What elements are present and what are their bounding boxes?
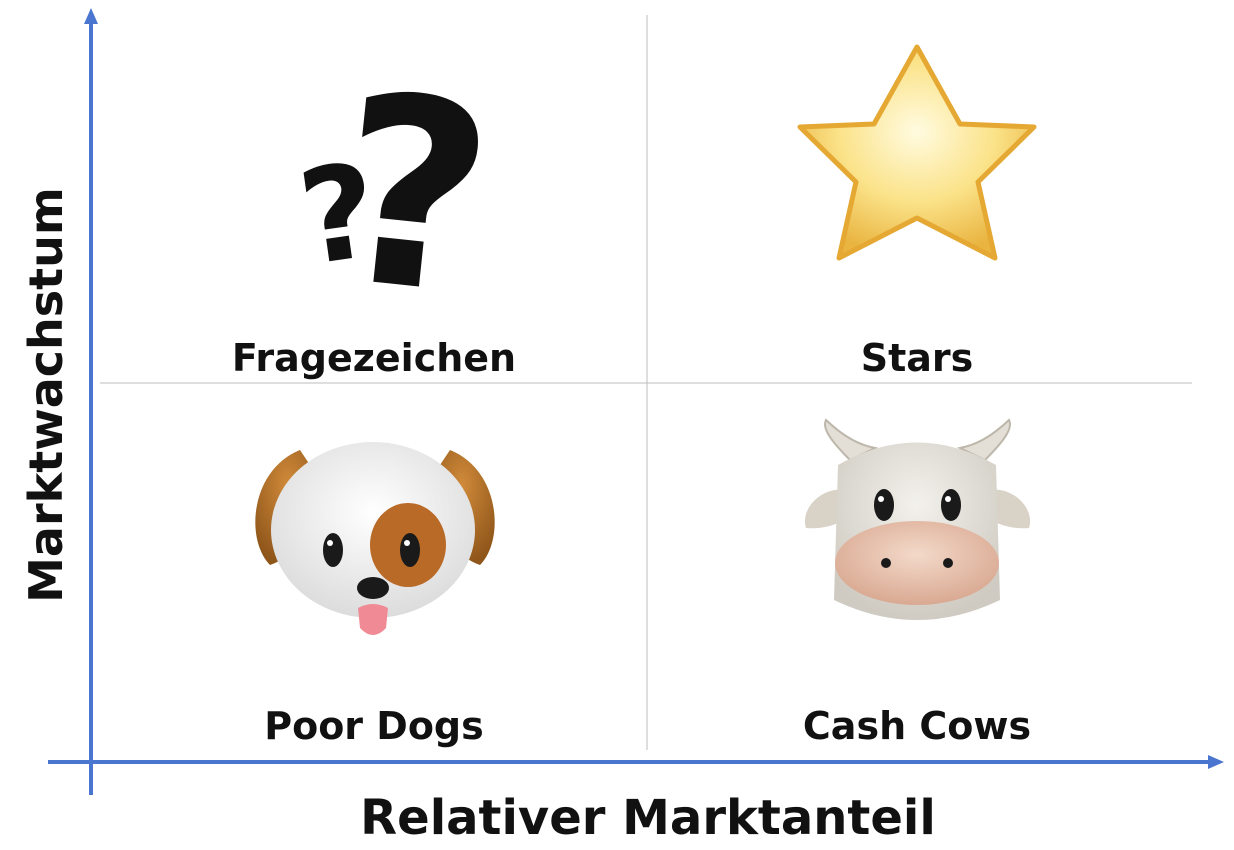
cow-face-icon (804, 418, 1031, 620)
y-axis (84, 8, 98, 795)
dog-face-icon (255, 442, 495, 635)
x-axis-arrowhead (1208, 755, 1224, 769)
star-icon (797, 44, 1037, 261)
x-axis-label: Relativer Marktanteil (360, 790, 936, 846)
quadrant-label-poor-dogs: Poor Dogs (264, 704, 484, 748)
y-axis-arrowhead (84, 8, 98, 24)
x-axis (48, 755, 1224, 769)
quadrant-label-cash-cows: Cash Cows (802, 704, 1032, 748)
svg-text:?: ? (323, 38, 505, 354)
quadrant-label-question-marks: Fragezeichen (231, 336, 517, 380)
y-axis-label: Marktwachstum (19, 187, 73, 603)
question-marks-icon: ? ? (291, 38, 505, 354)
quadrant-label-stars: Stars (860, 336, 974, 380)
